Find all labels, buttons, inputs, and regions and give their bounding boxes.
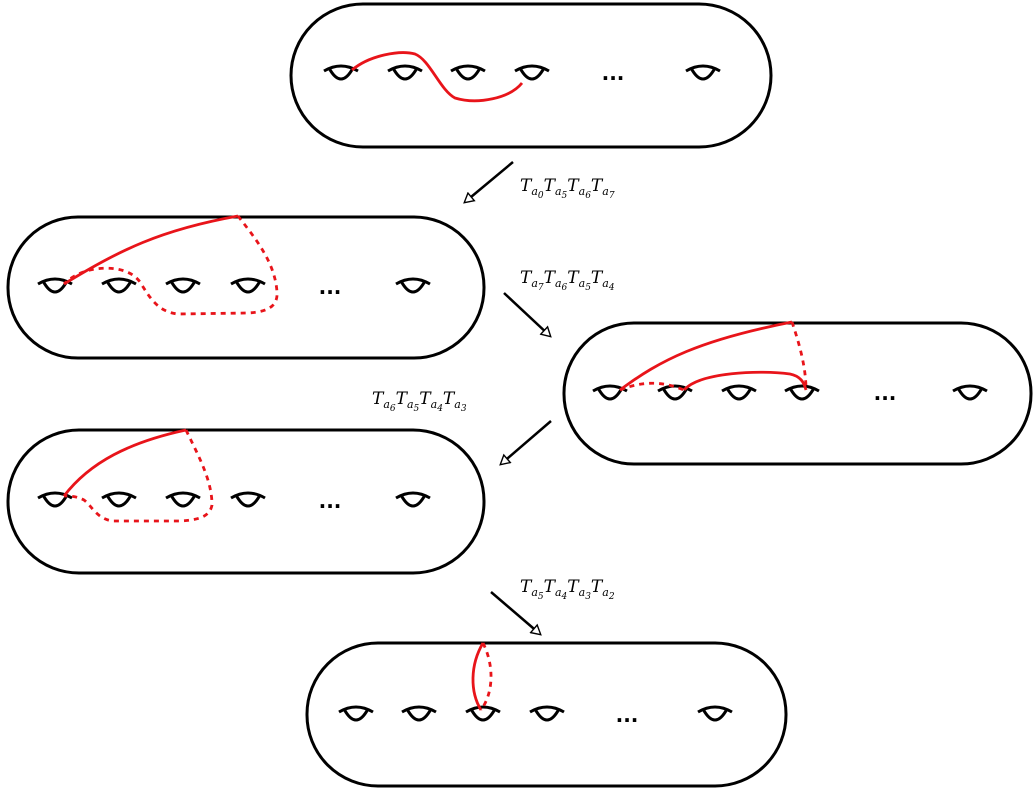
curve-dashed bbox=[63, 215, 279, 316]
genus-handle bbox=[394, 491, 432, 508]
genus-handle bbox=[528, 705, 566, 722]
curve-solid bbox=[63, 214, 239, 286]
arrow-3-line bbox=[501, 420, 552, 464]
genus-handle bbox=[164, 277, 202, 294]
arrow-3-label: Ta6Ta5Ta4Ta3 bbox=[372, 389, 467, 415]
genus-handle bbox=[337, 705, 375, 722]
ellipsis-dots: ... bbox=[616, 703, 639, 727]
ellipsis-dots: ... bbox=[874, 381, 897, 405]
genus-handle bbox=[720, 384, 758, 401]
ellipsis-dots: ... bbox=[319, 275, 342, 299]
curve-solid bbox=[471, 642, 485, 711]
genus-handle bbox=[400, 705, 438, 722]
surface-1: ... bbox=[289, 2, 773, 149]
curve-solid bbox=[351, 51, 524, 103]
genus-handle bbox=[229, 491, 267, 508]
surface-outline bbox=[6, 428, 486, 575]
curve-solid bbox=[62, 428, 187, 497]
curve-solid bbox=[619, 320, 793, 392]
genus-handle bbox=[100, 277, 138, 294]
genus-handle bbox=[783, 384, 821, 401]
genus-handle bbox=[229, 277, 267, 294]
curve-dashed bbox=[619, 381, 685, 392]
genus-handle bbox=[386, 64, 424, 81]
surface-outline bbox=[289, 2, 773, 149]
genus-handle bbox=[684, 64, 722, 81]
arrow-4-line bbox=[490, 591, 540, 634]
arrow-2-line bbox=[503, 292, 550, 336]
surface-outline bbox=[562, 321, 1033, 466]
genus-handle bbox=[394, 277, 432, 294]
surface-4: ... bbox=[6, 428, 486, 575]
arrow-4-label: Ta5Ta4Ta3Ta2 bbox=[520, 577, 615, 603]
curve-dashed bbox=[479, 642, 493, 711]
curve-solid bbox=[682, 370, 808, 392]
genus-handle bbox=[513, 64, 551, 81]
surface-3: ... bbox=[562, 320, 1033, 466]
genus-handle bbox=[449, 64, 487, 81]
arrow-1-line bbox=[465, 161, 514, 202]
surface-outline bbox=[6, 215, 486, 360]
arrow-2-label: Ta7Ta6Ta5Ta4 bbox=[520, 268, 615, 294]
arrow-1-label: Ta0Ta5Ta6Ta7 bbox=[520, 176, 615, 202]
genus-handle bbox=[696, 705, 734, 722]
genus-handle bbox=[464, 705, 502, 722]
curve-dashed bbox=[63, 429, 214, 523]
genus-handle bbox=[951, 384, 989, 401]
ellipsis-dots: ... bbox=[319, 489, 342, 513]
curve-dashed bbox=[790, 321, 808, 391]
surface-2: ... bbox=[6, 214, 486, 360]
surface-outline bbox=[305, 641, 788, 788]
genus-handle bbox=[164, 491, 202, 508]
ellipsis-dots: ... bbox=[602, 61, 625, 85]
genus-handle bbox=[100, 491, 138, 508]
surface-5: ... bbox=[305, 641, 788, 788]
